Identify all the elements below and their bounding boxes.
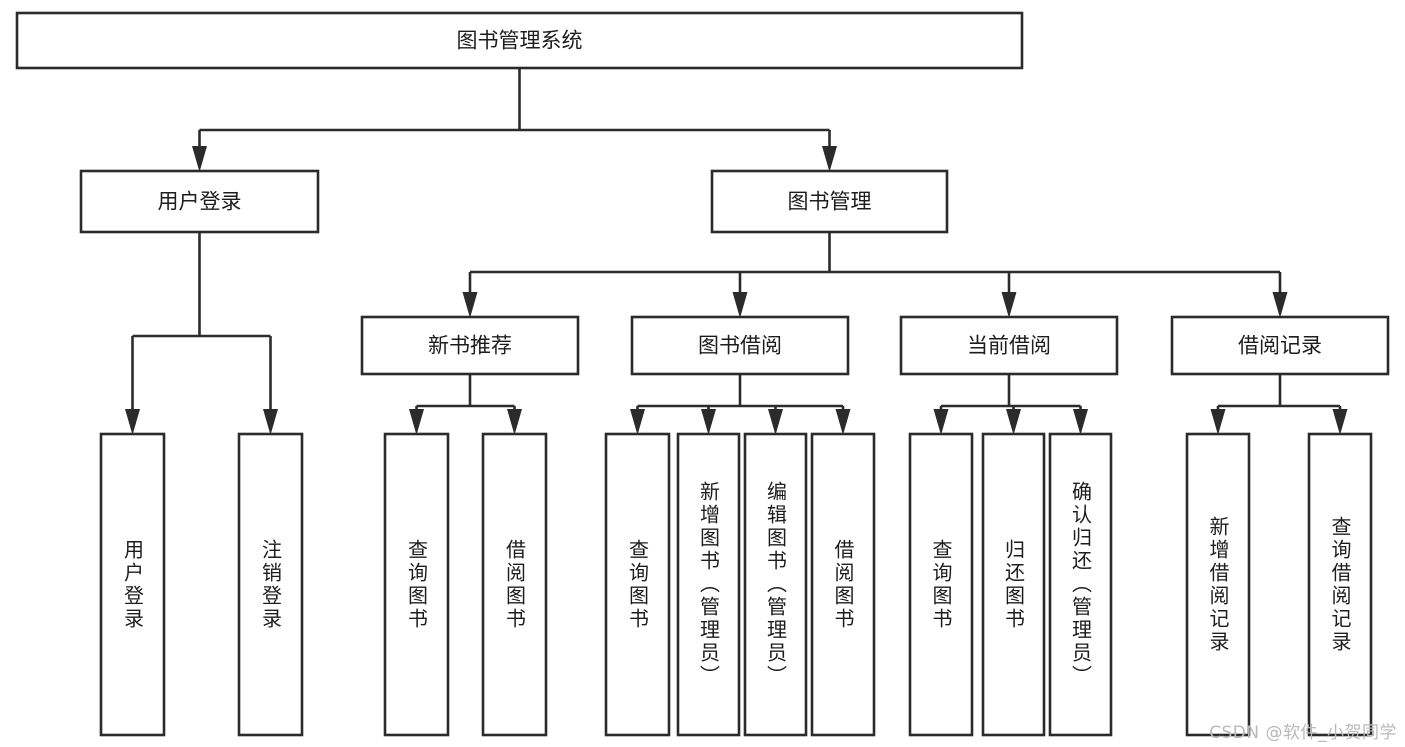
arrow-head-l-query-book-b — [630, 409, 645, 435]
node-label-n-book-mgmt: 图书管理 — [788, 190, 872, 214]
node-box-l-query-book-a[interactable] — [383, 432, 450, 737]
node-box-l-add-record[interactable] — [1185, 432, 1251, 737]
arrow-head-l-confirm-return — [1073, 409, 1088, 435]
node-label-n-borrow: 图书借阅 — [698, 334, 782, 358]
arrow-head-l-borrow-book-b — [835, 409, 851, 435]
arrow-head-l-return-book — [1006, 409, 1021, 435]
arrow-head-n-records — [1272, 292, 1288, 318]
node-box-n-book-mgmt[interactable] — [710, 169, 949, 234]
node-box-l-query-book-c[interactable] — [908, 432, 974, 737]
arrow-head-l-borrow-book-a — [507, 409, 522, 435]
node-box-n-records[interactable] — [1170, 315, 1390, 376]
connector-group-n-user-login — [125, 232, 278, 435]
arrow-head-l-edit-book — [768, 409, 783, 435]
node-box-l-logout[interactable] — [237, 432, 304, 737]
node-box-l-edit-book[interactable] — [743, 432, 808, 737]
node-box-n-new-rec[interactable] — [360, 315, 580, 376]
node-box-l-return-book[interactable] — [981, 432, 1046, 737]
node-label-root: 图书管理系统 — [457, 29, 583, 53]
connector-group-n-borrow — [630, 374, 851, 435]
node-box-l-borrow-book-b[interactable] — [810, 432, 876, 737]
node-label-n-new-rec: 新书推荐 — [428, 334, 512, 358]
connector-group-n-book-mgmt — [462, 232, 1288, 318]
node-box-n-current[interactable] — [899, 315, 1119, 376]
node-box-l-confirm-return[interactable] — [1048, 432, 1113, 737]
node-label-n-records: 借阅记录 — [1238, 334, 1322, 358]
connector-group-n-current — [933, 374, 1088, 435]
watermark: CSDN @软件_小贺同学 — [1209, 723, 1397, 743]
arrow-head-n-current — [1001, 292, 1017, 318]
connector-group-n-new-rec — [409, 374, 522, 435]
arrow-head-l-query-record — [1332, 409, 1348, 435]
node-label-n-user-login: 用户登录 — [158, 190, 242, 214]
arrow-head-n-user-login — [192, 146, 207, 172]
node-box-n-borrow[interactable] — [630, 315, 850, 376]
arrow-head-n-new-rec — [462, 292, 478, 318]
arrow-head-l-add-book — [701, 409, 716, 435]
node-box-n-user-login[interactable] — [79, 169, 320, 234]
node-label-n-current: 当前借阅 — [967, 334, 1051, 358]
node-box-l-login[interactable] — [99, 432, 166, 737]
arrow-head-n-book-mgmt — [822, 146, 837, 172]
arrow-head-l-query-book-c — [933, 409, 949, 435]
connector-group-n-records — [1210, 374, 1348, 435]
node-box-l-query-book-b[interactable] — [604, 432, 671, 737]
arrow-head-l-logout — [263, 409, 278, 435]
node-box-l-query-record[interactable] — [1307, 432, 1373, 737]
arrow-head-l-login — [125, 409, 140, 435]
node-box-l-add-book[interactable] — [676, 432, 741, 737]
node-box-l-borrow-book-a[interactable] — [481, 432, 548, 737]
connector-group-root — [192, 68, 837, 172]
node-box-root[interactable] — [15, 11, 1024, 70]
connector-layer — [125, 68, 1348, 435]
node-box-layer — [15, 11, 1390, 737]
arrow-head-n-borrow — [732, 292, 748, 318]
arrow-head-l-add-record — [1210, 409, 1226, 435]
arrow-head-l-query-book-a — [409, 409, 424, 435]
